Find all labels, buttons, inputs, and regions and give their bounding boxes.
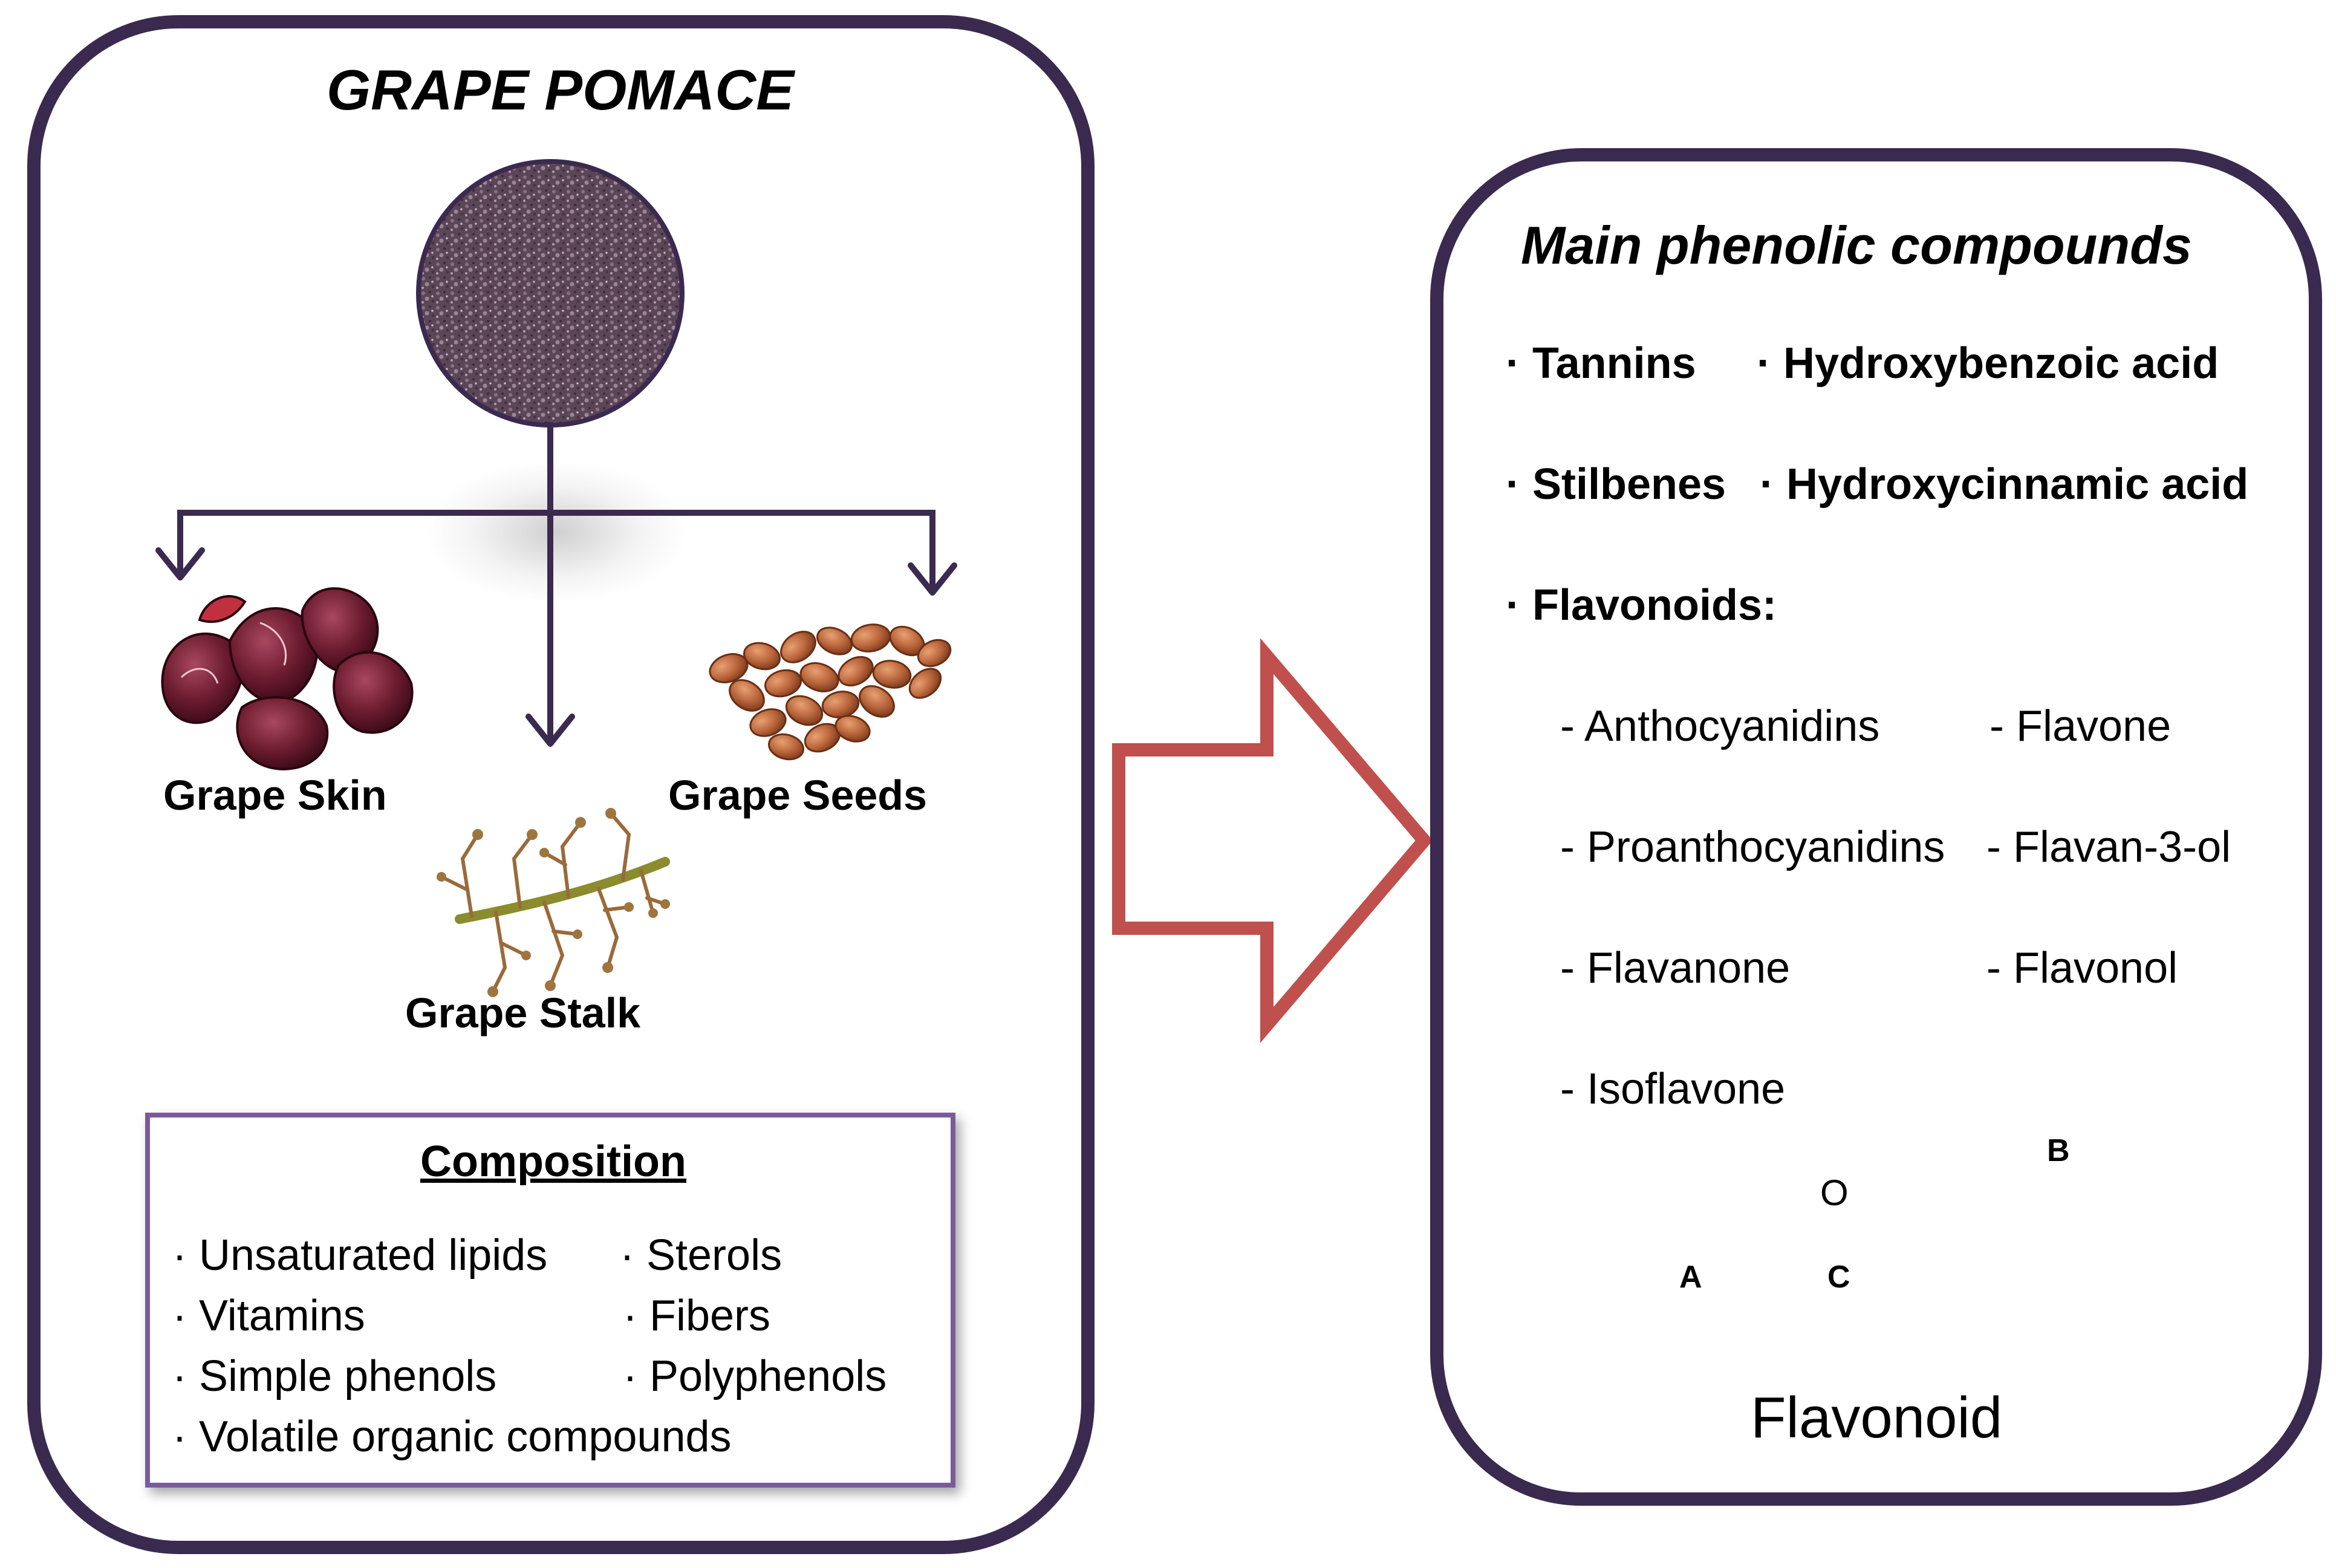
composition-box <box>145 1113 955 1488</box>
composition-item: · Simple phenols <box>172 1352 497 1400</box>
grape-pomace-title: GRAPE POMACE <box>327 58 794 122</box>
compound-item: · Tannins <box>1506 339 1696 388</box>
flavonoid-subtype: - Isoflavone <box>1560 1065 1786 1113</box>
composition-item: · Vitamins <box>172 1292 365 1340</box>
grape-stalk-image <box>437 808 670 997</box>
oxygen-atom-label: O <box>1820 1173 1849 1213</box>
connector-arrows <box>155 422 957 747</box>
center-shadow <box>423 460 689 605</box>
flavonoid-subtype: - Flavanone <box>1560 944 1791 992</box>
transition-arrow <box>1112 638 1433 1043</box>
flavonoid-subtype: - Flavonol <box>1986 944 2178 992</box>
pomace-image <box>416 159 685 428</box>
grape-seeds-label: Grape Seeds <box>668 772 927 819</box>
flavonoid-caption: Flavonoid <box>1751 1385 2003 1450</box>
compound-item: · Hydroxybenzoic acid <box>1757 339 2219 388</box>
grape-stalk-label: Grape Stalk <box>405 989 641 1036</box>
flavonoid-subtype: - Flavan-3-ol <box>1986 823 2231 871</box>
compound-item: · Flavonoids: <box>1506 581 1777 629</box>
composition-item: · Polyphenols <box>623 1352 887 1400</box>
flavonoid-subtype: - Flavone <box>1990 702 2172 750</box>
grape-seeds-image <box>709 623 952 761</box>
composition-item: · Volatile organic compounds <box>172 1413 732 1461</box>
ring-a-label: A <box>1679 1260 1702 1295</box>
grape-skin-image <box>161 587 414 770</box>
composition-item: · Unsaturated lipids <box>172 1231 548 1280</box>
composition-item: · Fibers <box>623 1292 771 1340</box>
grape-skin-label: Grape Skin <box>163 772 387 819</box>
ring-b-label: B <box>2047 1133 2070 1168</box>
compound-item: · Hydroxycinnamic acid <box>1760 460 2249 509</box>
phenolic-compounds-panel <box>1430 148 2322 1506</box>
flavonoid-subtype: - Anthocyanidins <box>1560 702 1880 750</box>
flavonoid-subtype: - Proanthocyanidins <box>1560 823 1945 871</box>
composition-heading: Composition <box>420 1137 686 1186</box>
composition-item: · Sterols <box>620 1231 782 1280</box>
compound-item: · Stilbenes <box>1506 460 1726 509</box>
ring-c-label: C <box>1827 1260 1850 1295</box>
phenolic-compounds-title: Main phenolic compounds <box>1521 215 2192 275</box>
